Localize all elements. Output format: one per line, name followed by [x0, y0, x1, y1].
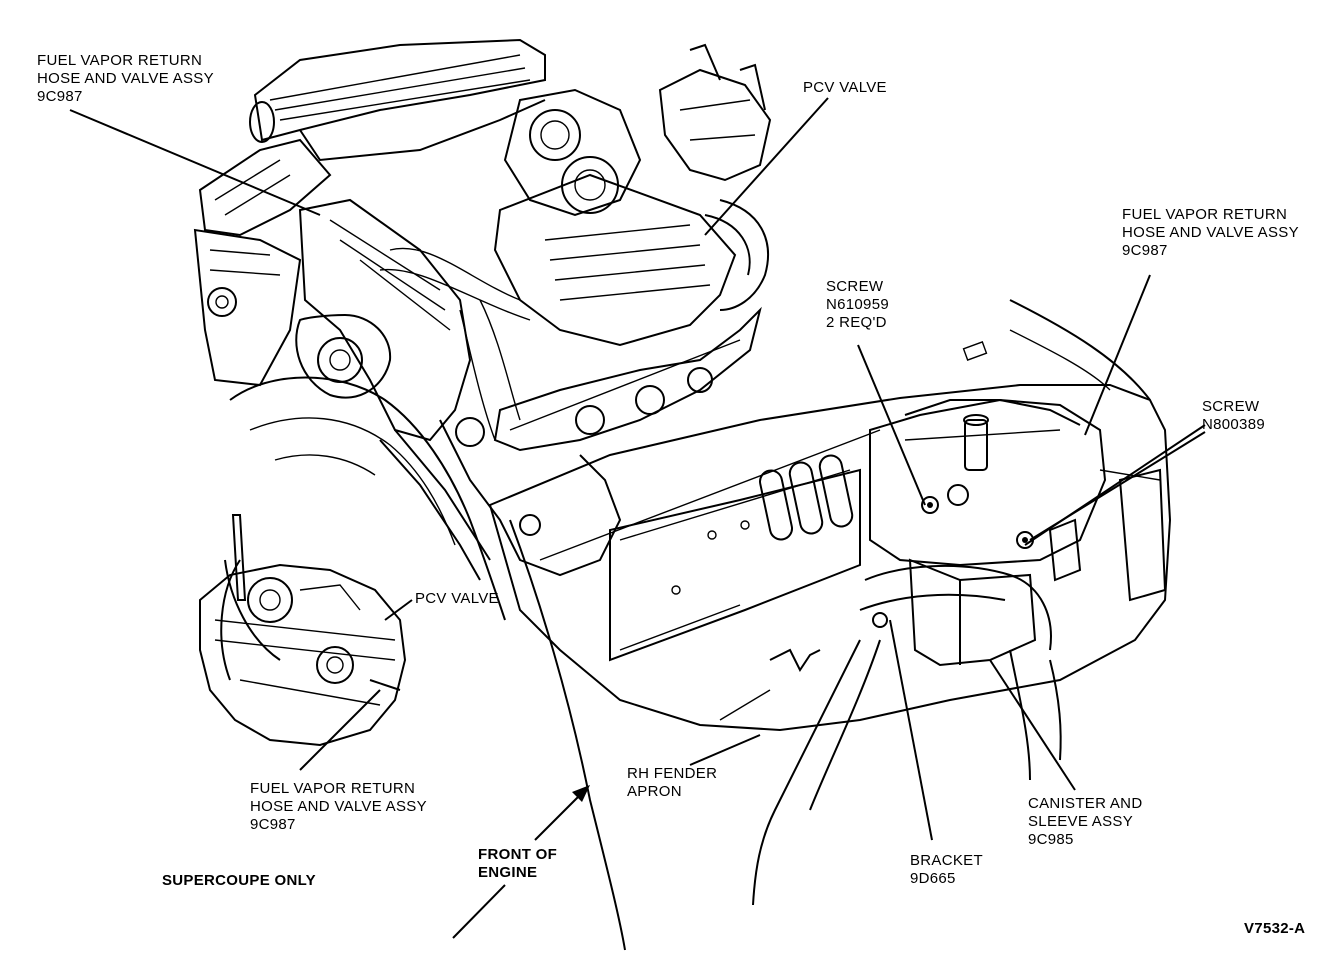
pcv-valve-label-top: PCV VALVE — [803, 79, 887, 97]
label-line: HOSE AND VALVE ASSY — [250, 798, 427, 815]
label-line: SUPERCOUPE ONLY — [162, 872, 316, 889]
canister-and-sleeve-label: CANISTER AND SLEEVE ASSY 9C985 — [1028, 795, 1142, 849]
label-line: 9C987 — [250, 816, 296, 833]
label-line: N610959 — [826, 296, 889, 313]
label-line: SLEEVE ASSY — [1028, 813, 1134, 830]
figure-id-label: V7532-A — [1244, 920, 1305, 938]
bracket-label: BRACKET 9D665 — [910, 852, 983, 888]
label-line: PCV VALVE — [415, 590, 499, 607]
supercoupe-inset-illustration — [199, 514, 407, 747]
label-line: CANISTER AND — [1028, 795, 1143, 812]
label-line: RH FENDER — [627, 765, 718, 782]
label-line: PCV VALVE — [803, 79, 887, 96]
leader-lines — [69, 97, 1206, 939]
label-line: HOSE AND VALVE ASSY — [1122, 224, 1299, 241]
label-line: 9C985 — [1028, 831, 1074, 848]
screw-label-1: SCREW N610959 2 REQ'D — [826, 278, 889, 332]
engine-illustration — [193, 38, 772, 621]
label-line: 9C987 — [1122, 242, 1168, 259]
rh-fender-apron-label: RH FENDER APRON — [627, 765, 717, 801]
label-line: FUEL VAPOR RETURN — [250, 780, 416, 797]
label-line: FUEL VAPOR RETURN — [1122, 206, 1288, 223]
label-line: ENGINE — [478, 864, 538, 881]
label-line: FRONT OF — [478, 846, 558, 863]
label-line: SCREW — [1202, 398, 1260, 415]
fuel-vapor-return-label-top-left: FUEL VAPOR RETURN HOSE AND VALVE ASSY 9C… — [37, 52, 214, 106]
pcv-valve-label-inset: PCV VALVE — [415, 590, 499, 608]
fuel-vapor-return-label-inset: FUEL VAPOR RETURN HOSE AND VALVE ASSY 9C… — [250, 780, 427, 834]
supercoupe-only-label: SUPERCOUPE ONLY — [162, 872, 316, 890]
label-line: APRON — [627, 783, 682, 800]
label-line: V7532-A — [1244, 920, 1306, 937]
front-of-engine-label: FRONT OF ENGINE — [478, 846, 557, 882]
screw-label-2: SCREW N800389 — [1202, 398, 1265, 434]
label-line: 9D665 — [910, 870, 956, 887]
label-line: HOSE AND VALVE ASSY — [37, 70, 214, 87]
fuel-vapor-return-label-right: FUEL VAPOR RETURN HOSE AND VALVE ASSY 9C… — [1122, 206, 1299, 260]
label-line: 9C987 — [37, 88, 83, 105]
label-line: BRACKET — [910, 852, 983, 869]
label-line: N800389 — [1202, 416, 1265, 433]
label-line: 2 REQ'D — [826, 314, 887, 331]
label-line: SCREW — [826, 278, 884, 295]
fender-apron-illustration — [488, 299, 1172, 951]
label-line: FUEL VAPOR RETURN — [37, 52, 203, 69]
